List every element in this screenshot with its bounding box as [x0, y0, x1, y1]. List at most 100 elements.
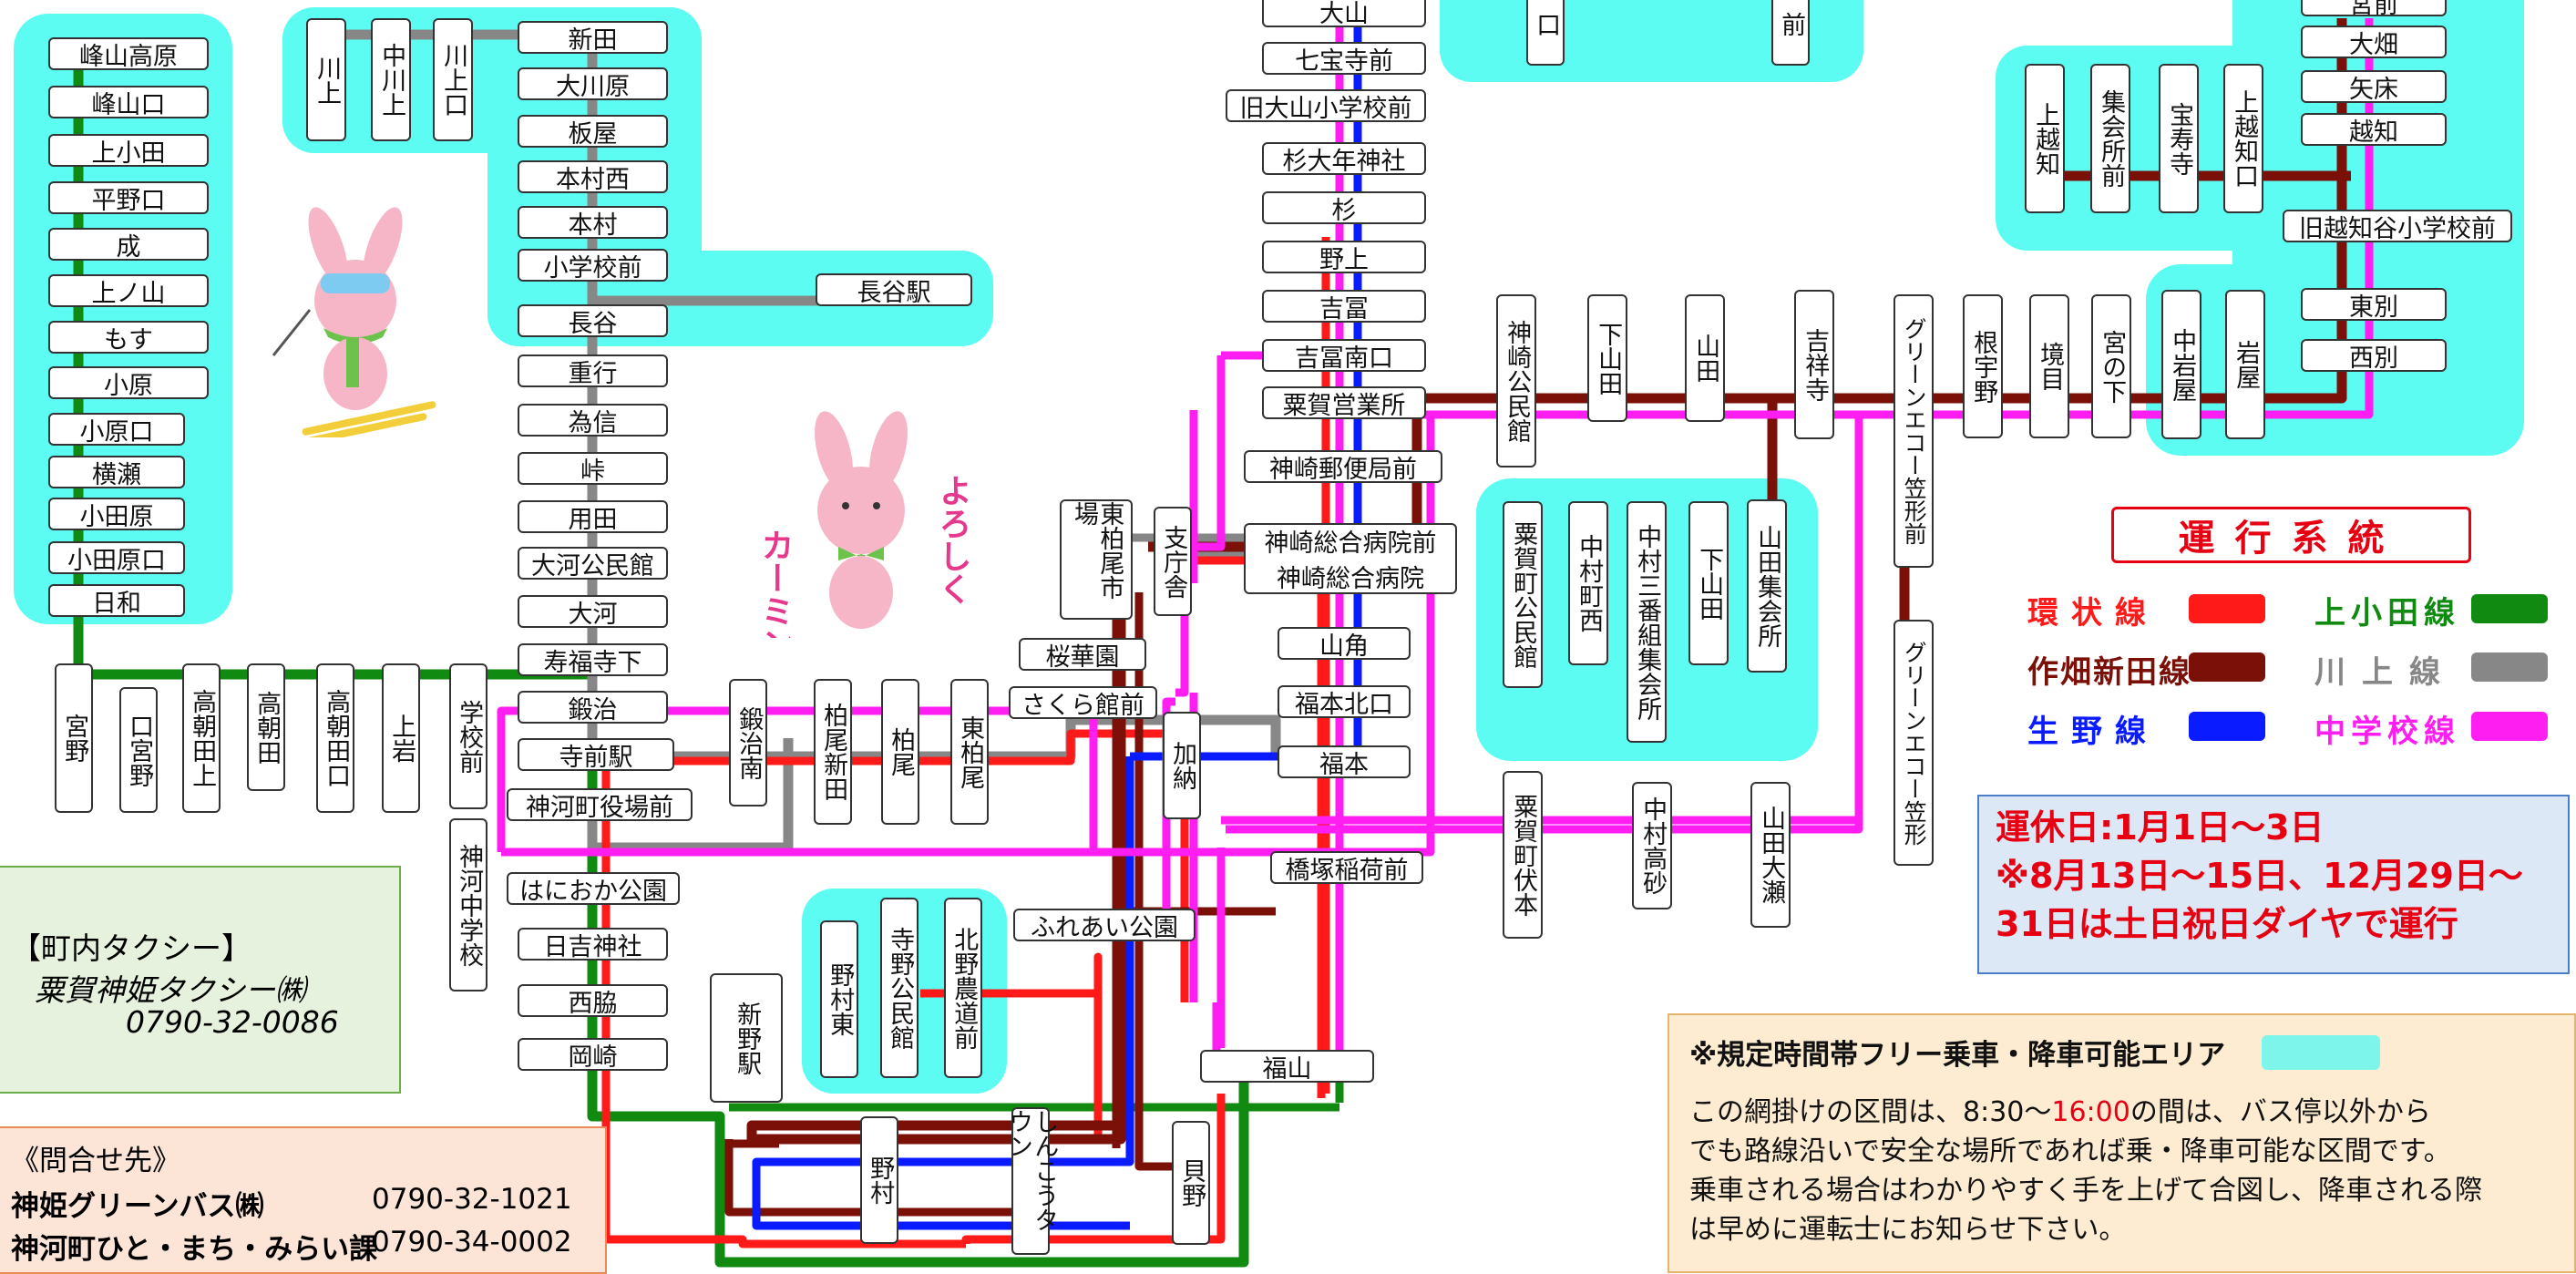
skiing-rabbit-mascot [272, 207, 436, 437]
stop-top-mae: 前 [1771, 0, 1810, 66]
stop-kitano-nodomae: 北野農道前 [944, 898, 982, 1078]
stop-kawakami: 川上 [306, 18, 346, 141]
contact-info: 《問合せ先》 神姫グリーンバス㈱ 0790-32-1021 神河町ひと・まち・み… [0, 1126, 607, 1274]
stop-byoin: 神崎総合病院 [1277, 565, 1424, 593]
stop-ohata: 大畑 [2301, 26, 2447, 59]
stop-kamioda: 上小田 [48, 134, 209, 168]
stop-honmura: 本村 [518, 206, 668, 240]
stop-shogakkomae: 小学校前 [518, 249, 668, 283]
stop-kashiwaoshinden: 柏尾新田 [814, 679, 852, 825]
stop-teramae-eki: 寺前駅 [518, 738, 674, 772]
stop-kuchimiyano: 口宮野 [119, 687, 158, 813]
stop-kyu-oyama: 旧大山小学校前 [1226, 89, 1426, 123]
legend-swatch-ring [2189, 594, 2265, 623]
contact-row-2-name: 神河町ひと・まち・みらい課 [11, 1233, 378, 1266]
free-area-text-after: の間は、バス停以外から [2130, 1096, 2431, 1128]
stop-kaino: 貝野 [1172, 1121, 1210, 1245]
stop-takatomojo: 高朝田上 [182, 663, 221, 813]
stop-fukumoto-kitaguchi: 福本北口 [1278, 685, 1411, 719]
stop-takatomoda: 高朝田 [247, 663, 285, 791]
stop-byoinmae: 神崎総合病院前 [1264, 529, 1437, 558]
stop-nakamuramachinishi: 中村町西 [1568, 501, 1608, 665]
stop-kaminoyama: 上ノ山 [48, 274, 209, 308]
taxi-phone: 0790-32-0086 [126, 1004, 339, 1040]
mascot-greeting-left: カーミン [756, 529, 794, 638]
legend-label-ikuno: 生野線 [2027, 714, 2159, 750]
stop-nomura: 野村 [860, 1116, 898, 1244]
stop-yokose: 横瀬 [48, 456, 185, 489]
stop-minezan-kogen: 峰山高原 [48, 37, 209, 71]
stop-hiwa: 日和 [48, 584, 185, 618]
stop-minezan-guchi: 峰山口 [48, 86, 209, 119]
stop-kashiwao: 柏尾 [881, 679, 919, 825]
stop-kamikawa-chugakko: 神河中学校 [449, 818, 487, 991]
stop-kawakamiguchi: 川上口 [433, 18, 473, 141]
stop-shinko-town: しんこうタウン [1004, 1107, 1058, 1255]
contact-row-1-phone: 0790-32-1021 [372, 1183, 572, 1216]
stop-fureaikoen: ふれあい公園 [1013, 909, 1196, 942]
stop-ogawara: 大川原 [518, 67, 668, 101]
stop-kisshoji: 吉祥寺 [1794, 290, 1834, 439]
stop-yamada: 山田 [1685, 294, 1725, 422]
free-area-time: 16:00 [2051, 1096, 2130, 1128]
legend-label-chugakko: 中学校線 [2314, 714, 2460, 750]
stop-takatomodaguchi: 高朝田口 [316, 663, 354, 813]
stop-hase-eki: 長谷駅 [816, 273, 972, 307]
stop-odaharaguchi: 小田原口 [48, 541, 185, 575]
free-area-notice: ※規定時間帯フリー乗車・降車可能エリア この網掛けの区間は、8:30〜16:00… [1668, 1013, 2576, 1273]
stop-shukaishomae: 集会所前 [2090, 64, 2130, 213]
legend-swatch-sakuhata [2189, 652, 2265, 682]
stop-kamigochiguchi: 上越知口 [2223, 64, 2263, 213]
legend-label-ring: 環状線 [2027, 595, 2159, 632]
stop-shichihojimae: 七宝寺前 [1262, 42, 1426, 76]
stop-yoda: 用田 [518, 500, 668, 534]
stop-sugi: 杉 [1262, 191, 1426, 225]
stop-sakaime: 境目 [2029, 294, 2069, 438]
legend-title: 運行系統 [2111, 507, 2471, 563]
stop-yakubamae: 神河町役場前 [507, 788, 693, 822]
legend-label-kawakami: 川上線 [2314, 654, 2457, 691]
stop-nari: 成 [48, 228, 209, 262]
stop-kamigochi: 上越知 [2025, 64, 2065, 213]
stop-oyama: 大山 [1262, 0, 1426, 28]
stop-tamenobu: 為信 [518, 404, 668, 437]
stop-nishibetsu: 西別 [2301, 339, 2447, 373]
holiday-line-2: ※8月13日〜15日、12月29日〜 [1996, 856, 2523, 896]
holiday-line-3: 31日は土日祝日ダイヤで運行 [1996, 904, 2458, 944]
stop-shigeyuki: 重行 [518, 354, 668, 388]
stop-yoshitomi: 吉冨 [1262, 290, 1426, 324]
contact-row-2-phone: 0790-34-0002 [372, 1226, 572, 1259]
stop-yamada-shukaisho: 山田集会所 [1747, 499, 1787, 673]
stop-kamiiwa: 上岩 [382, 663, 420, 813]
stop-yoshitomi-minamiguchi: 吉冨南口 [1262, 339, 1426, 373]
stop-hojuji: 宝寿寺 [2159, 64, 2199, 213]
stop-fukumoto: 福本 [1278, 745, 1411, 779]
stop-obaraguchi: 小原口 [48, 413, 185, 447]
stop-higashikashiwao: 東柏尾 [950, 679, 989, 825]
free-area-text-before: この網掛けの区間は、8:30〜 [1689, 1096, 2052, 1128]
stop-byoin-group: 神崎総合病院前 神崎総合病院 [1244, 523, 1457, 594]
stop-miyamae: 宮前 [2301, 0, 2447, 19]
stop-hashizuka: 橋塚稲荷前 [1270, 851, 1423, 885]
taxi-info: 【町内タクシー】 粟賀神姫タクシー㈱ 0790-32-0086 [0, 866, 401, 1094]
stop-neuno: 根宇野 [1963, 294, 2003, 438]
free-area-line-4: は早めに運転士にお知らせ下さい。 [1689, 1214, 2127, 1246]
stop-hiyoshijinja: 日吉神社 [518, 928, 668, 961]
stop-agamachi-kominkan: 粟賀町公民館 [1503, 501, 1543, 688]
route-ring [601, 237, 1330, 1248]
stop-top-kuchi: 口 [1526, 0, 1565, 66]
stop-terano-kominkan: 寺野公民館 [880, 898, 919, 1078]
karmin-mascot: カーミン よろしく [756, 411, 971, 638]
stop-nakakawakami: 中川上 [371, 18, 411, 141]
stop-miyanoshita: 宮の下 [2091, 294, 2131, 438]
stop-miyano: 宮野 [55, 663, 93, 813]
stop-kajiminami: 鍛治南 [729, 679, 767, 807]
stop-shichosha: 支庁舎 [1154, 507, 1192, 616]
legend-label-kamioda: 上小田線 [2314, 595, 2460, 632]
stop-hiranoguchi: 平野口 [48, 181, 209, 215]
stop-yamada-ose: 山田大瀬 [1750, 782, 1791, 928]
stop-nakamura-sanbangumi: 中村三番組集会所 [1627, 501, 1667, 743]
stop-yamazumi: 山角 [1278, 627, 1411, 661]
stop-mosu: もす [48, 321, 209, 354]
stop-nakaiwaya: 中岩屋 [2161, 290, 2201, 439]
